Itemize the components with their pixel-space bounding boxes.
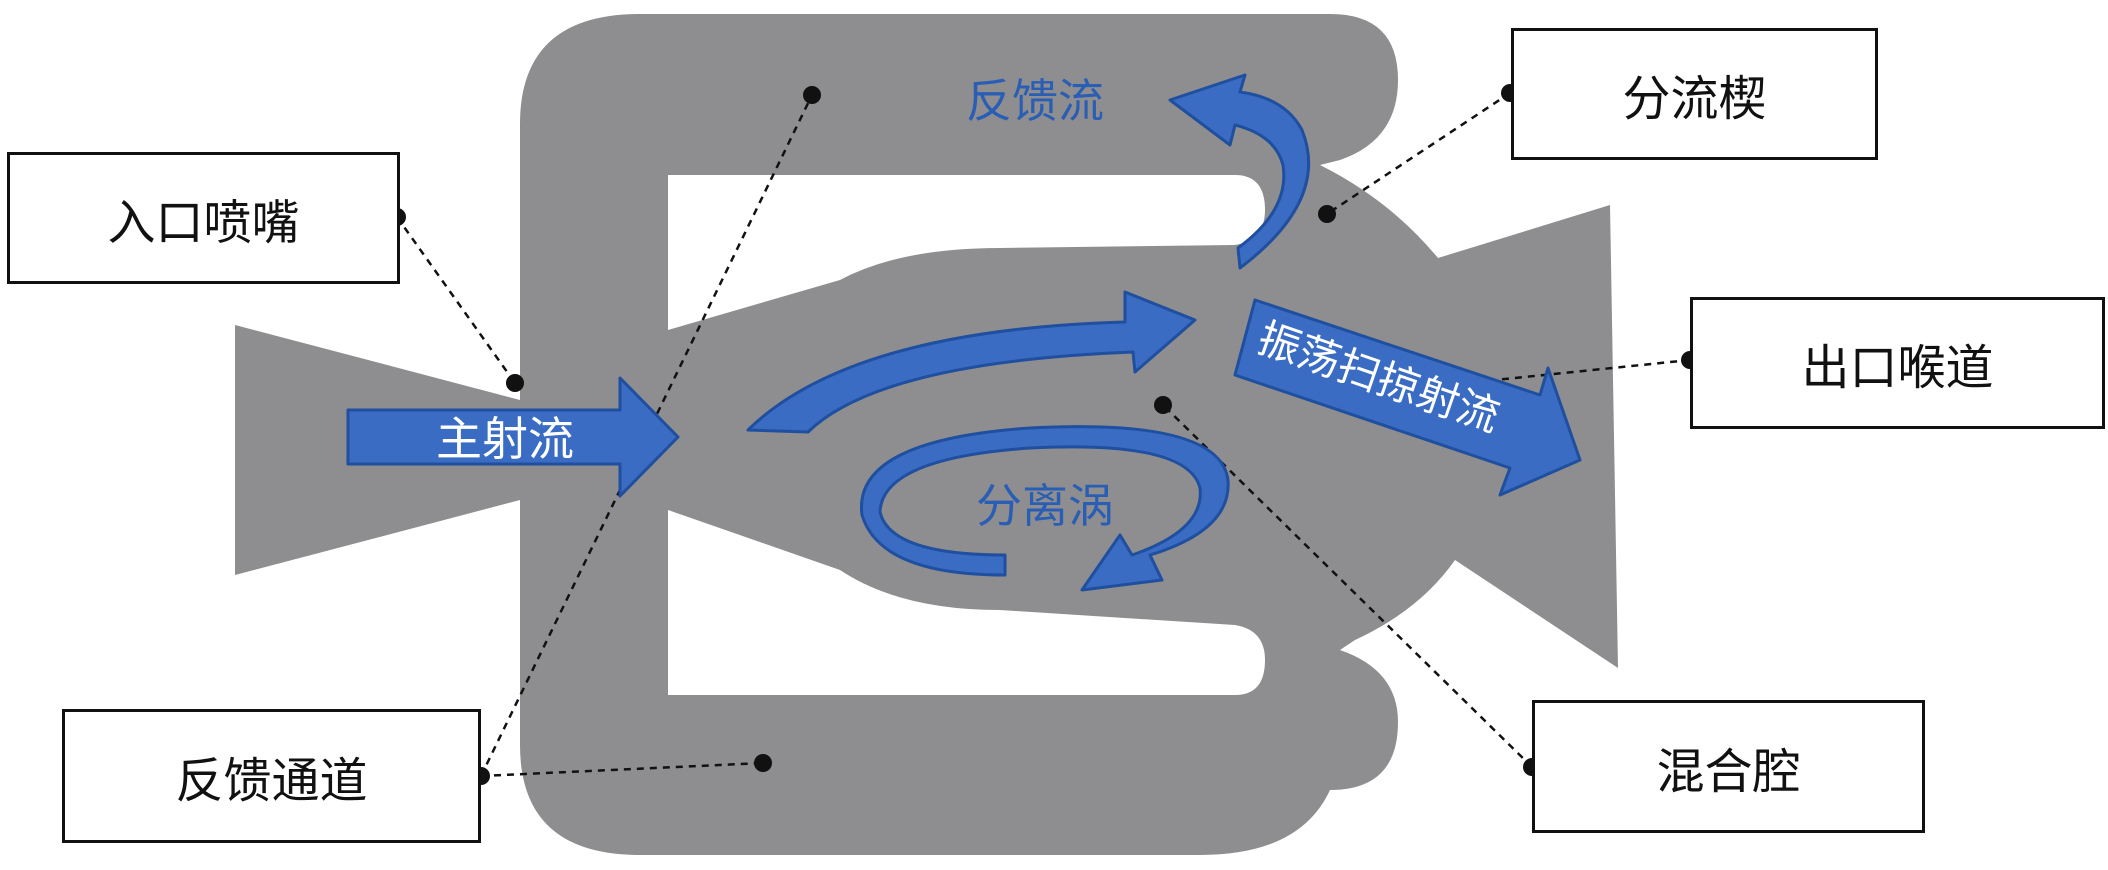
leader-splitter-wedge — [1326, 91, 1511, 216]
feedback-channel-label: 反馈通道 — [62, 709, 481, 843]
feedback-curved-arrow — [1168, 73, 1311, 270]
upper-curved-arrow — [746, 290, 1197, 434]
main-jet-arrow — [346, 376, 680, 498]
dot-splitter-target — [1318, 205, 1336, 223]
outlet-throat-label: 出口喉道 — [1690, 297, 2105, 429]
inlet-nozzle-label: 入口喷嘴 — [7, 152, 400, 284]
leader-outlet-throat — [1465, 358, 1691, 385]
separation-vortex-label: 分离涡 — [976, 479, 1114, 533]
splitter-wedge-label: 分流楔 — [1511, 28, 1878, 160]
dot-feedback-upper-target — [803, 86, 821, 104]
leader-inlet-nozzle — [395, 216, 517, 384]
separation-vortex-ring — [859, 425, 1230, 592]
feedback-flow-label: 反馈流 — [966, 74, 1104, 128]
dot-inlet-target — [506, 374, 524, 392]
flow-arrows — [346, 73, 1582, 592]
leader-feedback-channel-lower — [480, 761, 764, 778]
dot-feedback-lower-target — [754, 754, 772, 772]
oscillating-jet-arrow — [1233, 298, 1582, 497]
dot-mixing-target — [1154, 396, 1172, 414]
mixing-chamber-label: 混合腔 — [1532, 700, 1925, 833]
main-jet-label: 主射流 — [436, 412, 574, 466]
